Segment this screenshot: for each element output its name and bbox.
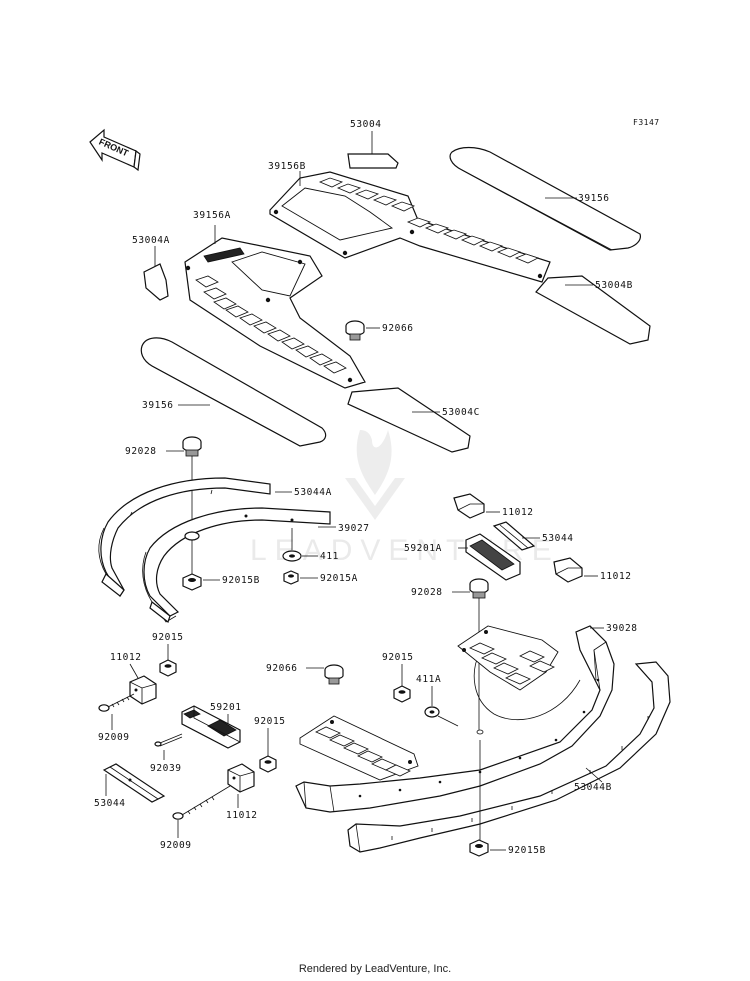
callout-92028-left: 92028 xyxy=(125,446,157,457)
callout-92039: 92039 xyxy=(150,763,182,774)
callout-92015-right: 92015 xyxy=(382,652,414,663)
callout-39027: 39027 xyxy=(338,523,370,534)
callout-11012-bottom: 11012 xyxy=(226,810,258,821)
callout-92015A: 92015A xyxy=(320,573,358,584)
part-92028-bolt-left xyxy=(166,436,202,530)
callout-92015-left: 92015 xyxy=(152,632,184,643)
callout-59201A: 59201A xyxy=(404,543,442,554)
callout-59201: 59201 xyxy=(210,702,242,713)
callout-53044-right: 53044 xyxy=(542,533,574,544)
part-39156A-mat xyxy=(184,225,366,389)
part-92039-pin xyxy=(154,733,183,760)
part-39156B-mat xyxy=(269,171,551,283)
callout-53004B: 53004B xyxy=(595,280,633,291)
callout-11012-top: 11012 xyxy=(502,507,534,518)
part-39027-bumper xyxy=(142,507,336,623)
part-59201A-clip xyxy=(458,533,521,581)
callout-411: 411 xyxy=(320,551,339,562)
front-arrow-icon: FRONT xyxy=(89,128,141,172)
part-92015-nut-right xyxy=(393,664,411,703)
part-411A-washer xyxy=(424,686,459,727)
part-53004B-pad xyxy=(535,275,651,345)
callout-39156-left: 39156 xyxy=(142,400,174,411)
part-53044-strip-left xyxy=(102,763,166,803)
part-11012-bracket-top xyxy=(453,493,500,519)
callout-92015B-right: 92015B xyxy=(508,845,546,856)
part-11012-bracket-right xyxy=(553,557,598,583)
part-rear-step-right-pad xyxy=(457,625,559,691)
callout-53004C: 53004C xyxy=(442,407,480,418)
callout-53044-left: 53044 xyxy=(94,798,126,809)
part-53004A-pad xyxy=(143,246,169,301)
part-92015B-nut-right xyxy=(469,839,506,857)
figure-id: F3147 xyxy=(633,118,660,127)
part-92009-screw-top xyxy=(98,693,135,730)
part-rear-step-body xyxy=(295,625,615,813)
part-53004-pad xyxy=(347,131,399,169)
callout-53044B: 53044B xyxy=(574,782,612,793)
callout-39028: 39028 xyxy=(606,623,638,634)
part-rear-step-left-pad xyxy=(299,715,419,781)
part-11012-bracket-left xyxy=(129,663,157,705)
callout-92028-right: 92028 xyxy=(411,587,443,598)
callout-92066-mid: 92066 xyxy=(266,663,298,674)
callout-92015-mid: 92015 xyxy=(254,716,286,727)
footer-credit: Rendered by LeadVenture, Inc. xyxy=(298,963,452,975)
part-92028-bolt-right xyxy=(452,578,489,730)
part-39156-left-pad xyxy=(140,337,327,447)
part-39156-right-pad xyxy=(449,146,641,251)
part-11012-bracket-bottom xyxy=(227,763,255,808)
callout-39156B: 39156B xyxy=(268,161,306,172)
callout-53044A: 53044A xyxy=(294,487,332,498)
callout-39156-top: 39156 xyxy=(578,193,610,204)
part-92066-plug-top xyxy=(345,320,380,341)
callout-92009-top: 92009 xyxy=(98,732,130,743)
part-92066-plug-mid xyxy=(306,664,344,685)
part-92009-screw-bottom xyxy=(172,785,231,838)
callout-411A: 411A xyxy=(416,674,441,685)
part-92015-nut-left xyxy=(159,644,177,677)
part-92015A-nut xyxy=(283,570,318,585)
callout-11012-right: 11012 xyxy=(600,571,632,582)
part-53004C-pad xyxy=(347,387,471,453)
callout-53004: 53004 xyxy=(350,119,382,130)
callout-11012-left: 11012 xyxy=(110,652,142,663)
callout-53004A: 53004A xyxy=(132,235,170,246)
part-411-washer xyxy=(282,528,318,562)
part-53044B-strip xyxy=(347,661,671,853)
callout-92066-top: 92066 xyxy=(382,323,414,334)
callout-39156A: 39156A xyxy=(193,210,231,221)
part-59201-clip xyxy=(181,705,241,749)
callout-92009-bottom: 92009 xyxy=(160,840,192,851)
bumper-washer xyxy=(184,531,200,541)
part-53044-strip-right xyxy=(492,521,540,551)
part-92015B-nut-left xyxy=(182,573,220,591)
part-53044A-strip xyxy=(98,477,292,598)
callout-92015B-left: 92015B xyxy=(222,575,260,586)
part-92015-nut-mid xyxy=(259,728,277,773)
